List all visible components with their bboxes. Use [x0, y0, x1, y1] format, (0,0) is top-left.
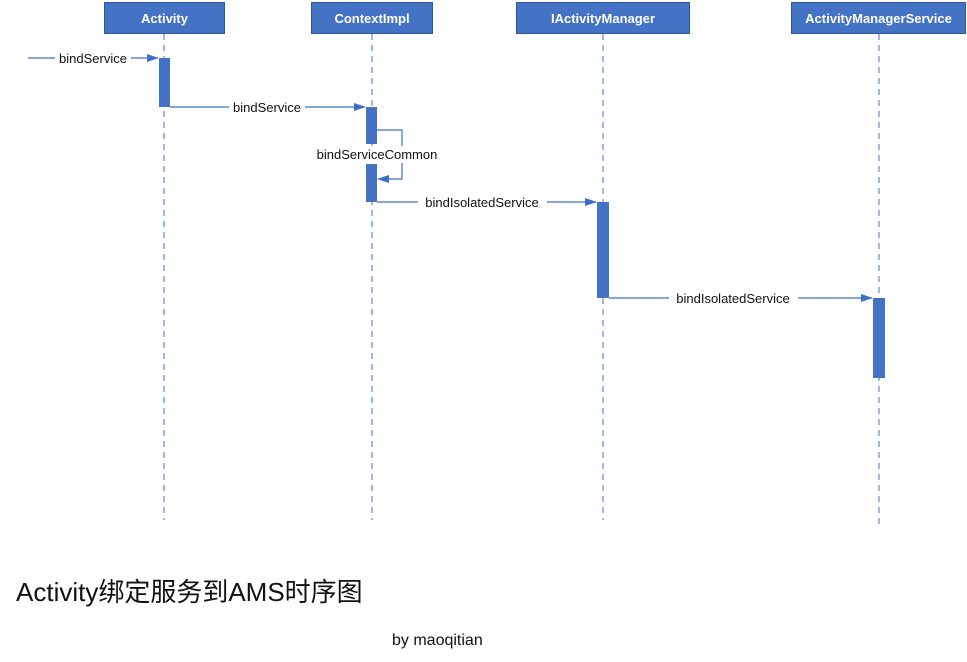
message-label-bindisolatedservice-2: bindIsolatedService	[676, 291, 789, 306]
message-label-bindservicecommon: bindServiceCommon	[317, 147, 438, 162]
message-label-bindisolatedservice-1: bindIsolatedService	[425, 195, 538, 210]
participant-iactivitymanager: IActivityManager	[516, 2, 690, 34]
participant-contextimpl: ContextImpl	[311, 2, 433, 34]
activation-activity	[159, 58, 170, 107]
message-label-bindservice-2: bindService	[233, 100, 301, 115]
message-label-bindservice-1: bindService	[59, 51, 127, 66]
activation-contextimpl-1	[366, 107, 377, 144]
diagram-canvas: bindService bindService bindServiceCommo…	[28, 34, 885, 524]
activation-activitymanagerservice	[873, 298, 885, 378]
participant-activity: Activity	[104, 2, 225, 34]
activation-iactivitymanager	[597, 202, 609, 298]
activation-contextimpl-2	[366, 164, 377, 202]
diagram-title: Activity绑定服务到AMS时序图	[16, 577, 363, 607]
author-credit: by maoqitian	[392, 632, 483, 649]
participant-activitymanagerservice: ActivityManagerService	[791, 2, 966, 34]
